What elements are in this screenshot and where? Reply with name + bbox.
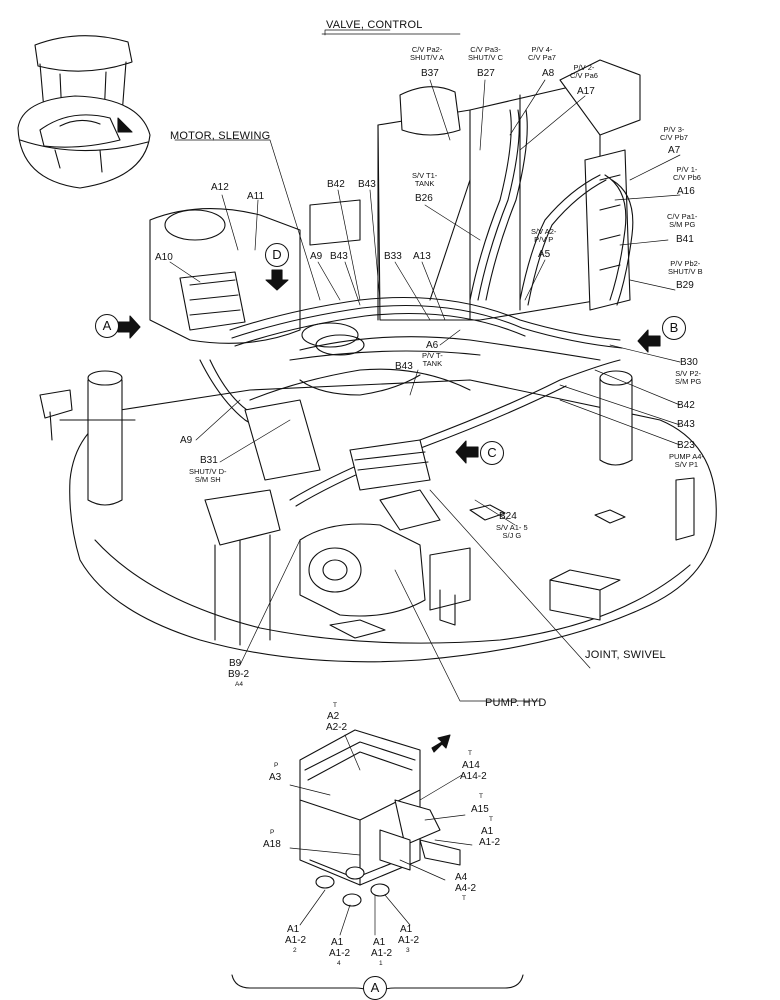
- label-cv-pa1: C/V Pa1-S/M PG: [667, 212, 698, 229]
- detail-a1-2-right: A1-2: [479, 837, 501, 848]
- label-a11: A11: [247, 191, 265, 202]
- detail-a14-2: A14-2: [460, 771, 487, 782]
- detail-t-a14: T: [468, 750, 472, 757]
- label-a17: A17: [577, 86, 595, 97]
- label-a13: A13: [413, 251, 431, 262]
- detail-a3: A3: [269, 772, 282, 783]
- label-b26: B26: [415, 193, 433, 204]
- detail-t-a4: T: [462, 895, 466, 902]
- detail-t-a2: T: [333, 702, 337, 709]
- detail-a1-port3: A1: [400, 924, 413, 935]
- section-pump-hyd: PUMP. HYD: [485, 697, 547, 709]
- detail-a4-2: A4-2: [455, 883, 477, 894]
- label-a12: A12: [211, 182, 229, 193]
- label-b43-right: B43: [677, 419, 695, 430]
- label-pv-pb2: P/V Pb2-SHUT/V B: [668, 259, 703, 276]
- section-valve-control: VALVE, CONTROL: [326, 19, 423, 31]
- section-motor-slewing: MOTOR, SLEWING: [170, 130, 271, 142]
- detail-t-a15: T: [479, 793, 483, 800]
- detail-p-a18: P: [270, 829, 275, 836]
- label-shutv-d: SHUT/V D-S/M SH: [189, 467, 227, 484]
- detail-a1-right: A1: [481, 826, 494, 837]
- detail-a15: A15: [471, 804, 489, 815]
- detail-port-2: 2: [293, 947, 297, 954]
- detail-t-a1: T: [489, 816, 493, 823]
- label-b42-top: B42: [327, 179, 345, 190]
- view-callout-a: A: [95, 314, 119, 338]
- section-joint-swivel: JOINT, SWIVEL: [585, 649, 666, 661]
- label-a5: A5: [538, 249, 551, 260]
- detail-a4: A4: [455, 872, 468, 883]
- label-pv2: P/V 2-C/V Pa6: [570, 63, 598, 80]
- label-b31: B31: [200, 455, 218, 466]
- detail-a1-port1: A1: [373, 937, 386, 948]
- detail-a1-2-port3: A1-2: [398, 935, 420, 946]
- label-a8: A8: [542, 68, 555, 79]
- label-b9-a4: A4: [235, 681, 243, 688]
- hyd-pump-body: [299, 523, 426, 617]
- label-b43-low: B43: [395, 361, 413, 372]
- label-sv-p2: S/V P2-S/M PG: [675, 369, 702, 386]
- detail-port-4: 4: [337, 960, 341, 967]
- label-b29: B29: [676, 280, 694, 291]
- detail-a14: A14: [462, 760, 480, 771]
- label-pv1: P/V 1-C/V Pb6: [673, 165, 701, 182]
- label-b37: B37: [421, 68, 439, 79]
- detail-p-a3: P: [274, 762, 279, 769]
- label-b41: B41: [676, 234, 694, 245]
- label-pv-t: P/V T-TANK: [422, 351, 443, 368]
- view-callout-b: B: [662, 316, 686, 340]
- label-b43-mid: B43: [330, 251, 348, 262]
- label-b27: B27: [477, 68, 495, 79]
- view-callout-d: D: [265, 243, 289, 267]
- label-a9-left: A9: [180, 435, 193, 446]
- label-a10: A10: [155, 252, 173, 263]
- label-b24: B24: [499, 511, 517, 522]
- detail-a2: A2: [327, 711, 340, 722]
- label-a9-top: A9: [310, 251, 323, 262]
- detail-a1-2-port2: A1-2: [285, 935, 307, 946]
- detail-port-3: 3: [406, 947, 410, 954]
- detail-a1-2-port4: A1-2: [329, 948, 351, 959]
- leader-lines: [169, 29, 681, 702]
- label-b9: B9: [229, 658, 242, 669]
- label-cv-pa3: C/V Pa3-SHUT/V C: [468, 45, 504, 62]
- detail-a1-port4: A1: [331, 937, 344, 948]
- label-pv4: P/V 4-C/V Pa7: [528, 45, 556, 62]
- detail-port-1: 1: [379, 960, 383, 967]
- detail-callout-a: A: [363, 976, 387, 1000]
- label-b42-right: B42: [677, 400, 695, 411]
- label-pump-a4: PUMP A4-S/V P1: [669, 452, 704, 469]
- detail-a2-2: A2-2: [326, 722, 348, 733]
- label-sv-t1: S/V T1-TANK: [412, 171, 438, 188]
- machine-thumbnail: [17, 35, 151, 189]
- label-a7: A7: [668, 145, 681, 156]
- hose-bundle: [199, 109, 634, 507]
- label-b43-top: B43: [358, 179, 376, 190]
- label-b23: B23: [677, 440, 695, 451]
- label-b33: B33: [384, 251, 402, 262]
- view-callout-c: C: [480, 441, 504, 465]
- label-b30: B30: [680, 357, 698, 368]
- label-b9-2: B9-2: [228, 669, 250, 680]
- detail-a1-port2: A1: [287, 924, 300, 935]
- label-pv3: P/V 3-C/V Pb7: [660, 125, 688, 142]
- label-cv-pa2: C/V Pa2-SHUT/V A: [410, 45, 445, 62]
- detail-a18: A18: [263, 839, 281, 850]
- label-a6: A6: [426, 340, 439, 351]
- label-a16: A16: [677, 186, 695, 197]
- label-sv-a2: S/V A2-P/V P: [531, 227, 557, 244]
- detail-a1-2-port1: A1-2: [371, 948, 393, 959]
- detail-a-drawing: [231, 729, 524, 997]
